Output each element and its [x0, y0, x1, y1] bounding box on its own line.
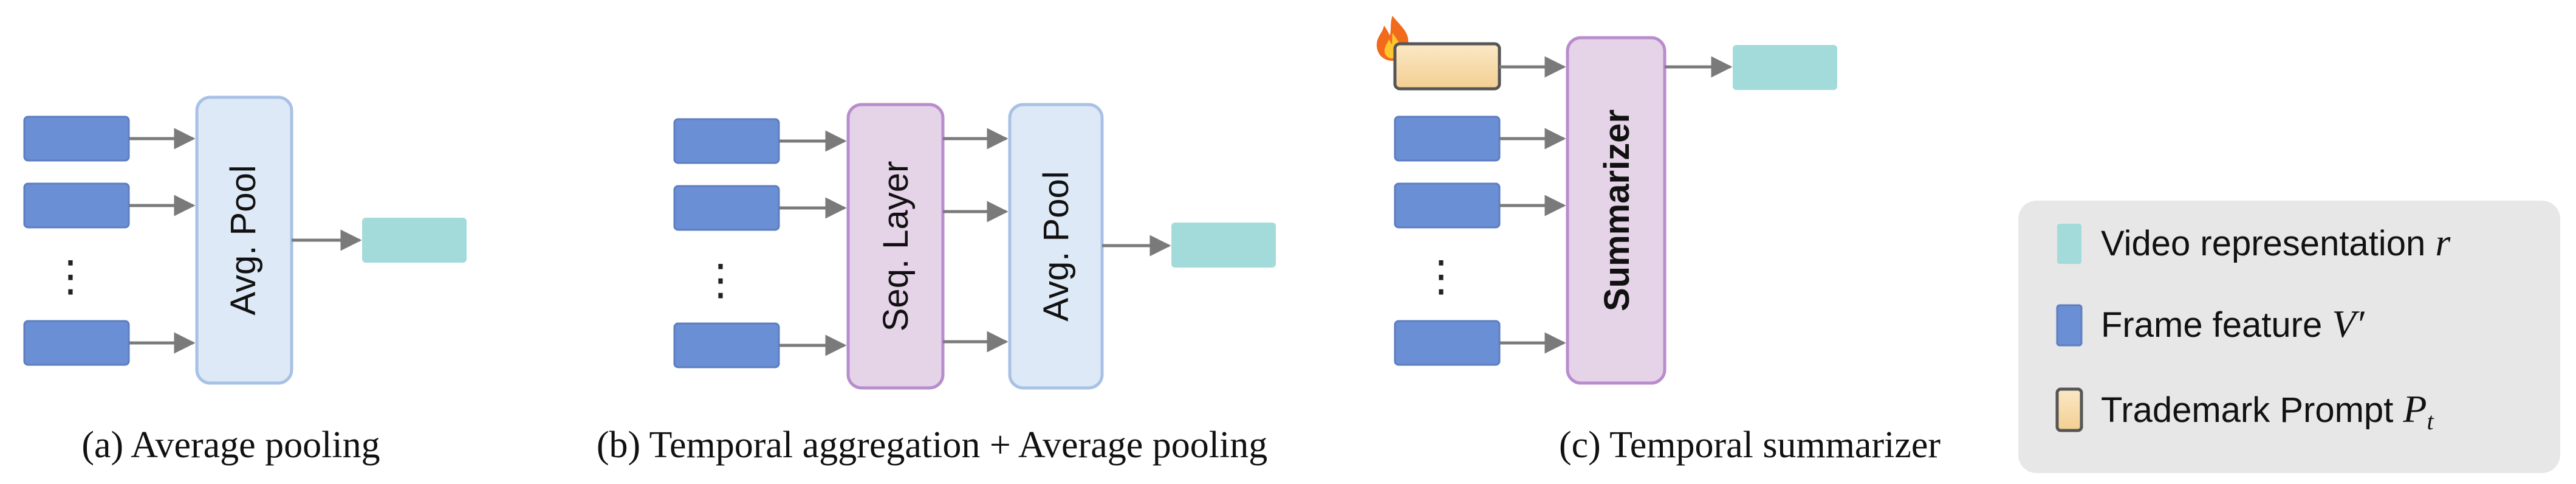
seq-layer-block [846, 103, 945, 390]
legend-frame-label: Frame feature V′ [2101, 302, 2365, 345]
frame-feature-box [1394, 182, 1501, 229]
video-representation-box [1171, 223, 1276, 268]
legend-background [2018, 201, 2560, 473]
legend-video-label: Video representation r [2101, 221, 2451, 264]
frame-feature-box [1394, 320, 1501, 366]
video-representation-box [362, 218, 467, 263]
frame-feature-box [23, 182, 130, 229]
caption-b: (b) Temporal aggregation + Average pooli… [597, 424, 1267, 466]
panel-b: ⋮ Seq. Layer Avg. Pool (b) Temporal aggr… [597, 103, 1276, 466]
frame-feature-box [1394, 116, 1501, 162]
frame-feature-box [673, 185, 780, 231]
ellipsis: ⋮ [49, 252, 92, 300]
caption-c: (c) Temporal summarizer [1559, 424, 1941, 466]
legend-frame-swatch [2056, 304, 2083, 347]
summarizer-label: Summarizer [1597, 109, 1637, 311]
summarizer-block [1566, 36, 1667, 385]
panel-a: ⋮ Avg. Pool (a) Average pooling [23, 95, 467, 466]
seq-layer-label: Seq. Layer [876, 161, 916, 332]
legend-trademark-swatch [2055, 387, 2083, 432]
legend-trademark-label: Trademark Prompt Pt [2101, 387, 2434, 435]
legend: Video representation r Frame feature V′ … [2018, 201, 2560, 473]
legend-video-swatch [2057, 224, 2081, 264]
caption-a: (a) Average pooling [81, 424, 380, 466]
panel-c: ⋮ Summarizer (c) Temporal summarizer [1377, 16, 1941, 466]
frame-feature-box [23, 116, 130, 162]
frame-feature-box [23, 320, 130, 366]
video-representation-box [1733, 45, 1837, 90]
trademark-prompt-box [1393, 42, 1501, 91]
ellipsis: ⋮ [699, 256, 742, 303]
frame-feature-box [673, 118, 780, 164]
avg-pool-label: Avg. Pool [224, 165, 263, 315]
avg-pool-label: Avg. Pool [1036, 171, 1076, 321]
frame-feature-box [673, 322, 780, 368]
ellipsis: ⋮ [1420, 252, 1462, 300]
